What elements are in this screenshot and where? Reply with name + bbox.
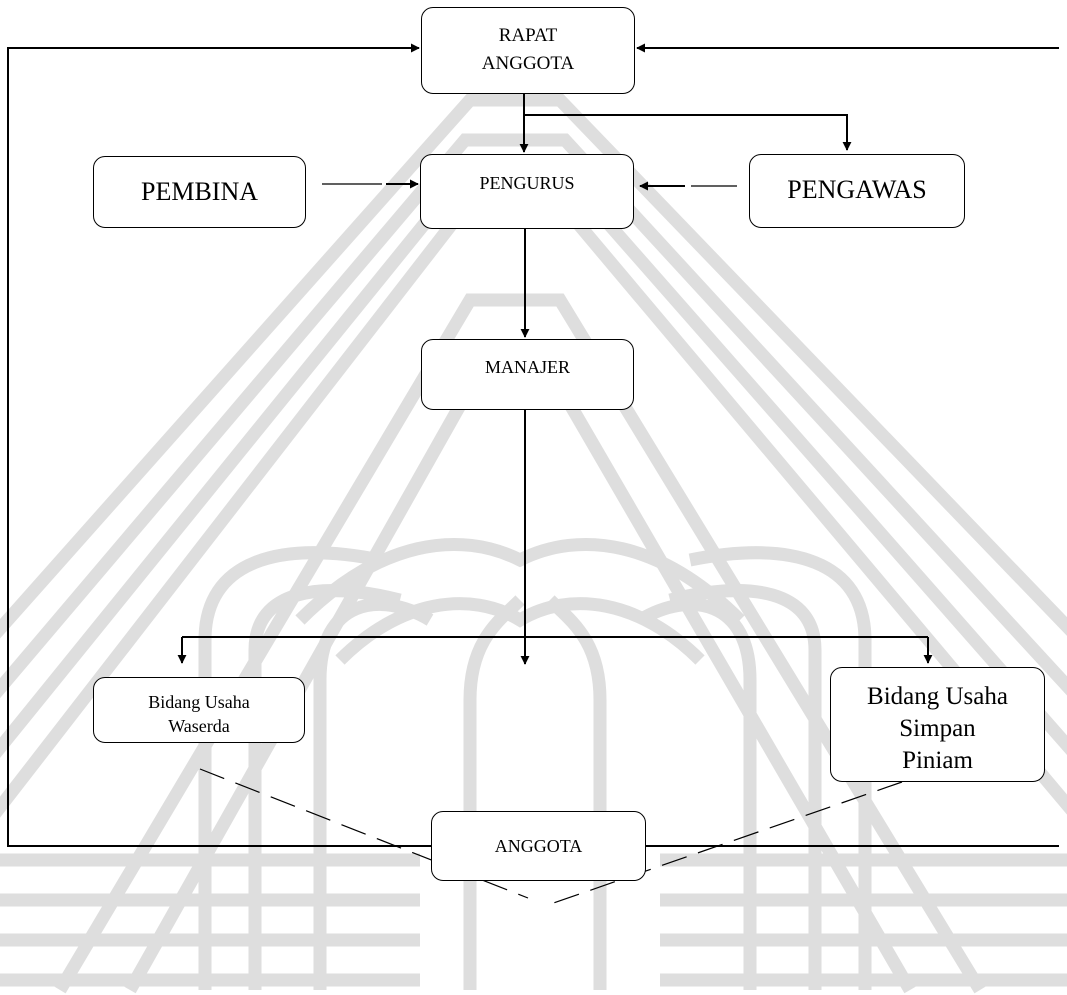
anggota-label: ANGGOTA <box>494 836 583 856</box>
simpan-to-anggota-dashed <box>544 781 903 907</box>
loop-left-line <box>7 43 431 847</box>
rapat-anggota-label: RAPAT ANGGOTA <box>481 25 575 74</box>
manajer-label: MANAJER <box>484 357 570 377</box>
bidang-usaha-waserda-box: Bidang Usaha Waserda <box>93 677 305 743</box>
pengurus-box: PENGURUS <box>420 154 634 229</box>
rapat-to-pengawas-arrow <box>524 114 852 151</box>
manajer-box: MANAJER <box>421 339 634 410</box>
pembina-box: PEMBINA <box>93 156 306 228</box>
anggota-box: ANGGOTA <box>431 811 646 881</box>
waserda-to-anggota-dashed <box>199 768 529 899</box>
bidang-usaha-waserda-label: Bidang Usaha Waserda <box>148 692 250 736</box>
pengawas-label: PENGAWAS <box>787 175 927 204</box>
pengawas-box: PENGAWAS <box>749 154 965 228</box>
rapat-anggota-box: RAPAT ANGGOTA <box>421 7 635 94</box>
pembina-label: PEMBINA <box>140 177 258 206</box>
bidang-usaha-simpan-pinjam-box: Bidang Usaha Simpan Piniam <box>830 667 1045 782</box>
bidang-usaha-simpan-pinjam-label: Bidang Usaha Simpan Piniam <box>867 683 1008 774</box>
pengurus-label: PENGURUS <box>479 173 575 193</box>
